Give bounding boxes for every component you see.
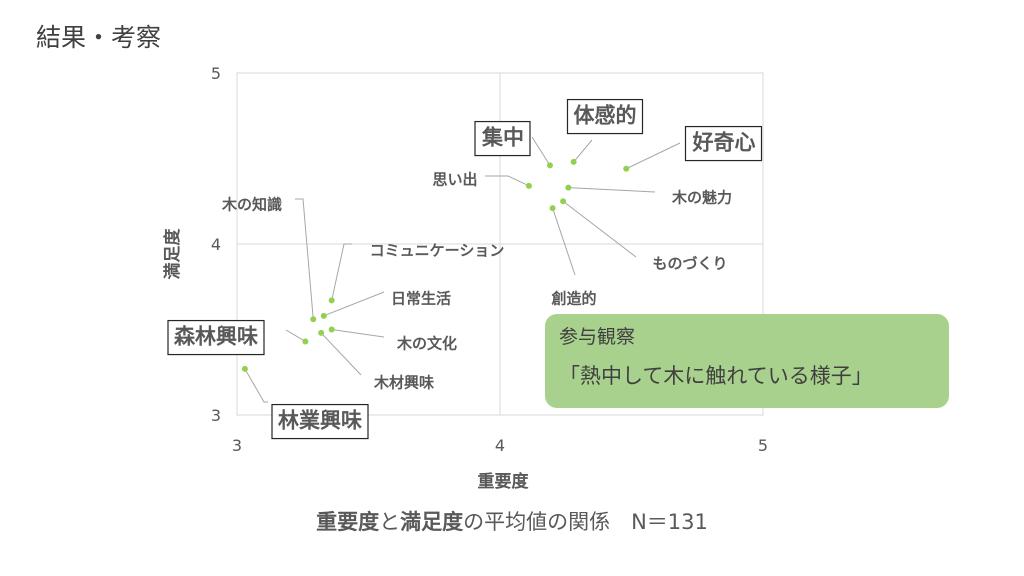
data-label: 体感的 xyxy=(574,104,637,128)
data-label: 思い出 xyxy=(432,170,477,188)
y-axis-label: 満足度 xyxy=(162,228,183,280)
data-point xyxy=(565,184,572,191)
leader-line xyxy=(485,175,530,187)
data-label: 森林興味 xyxy=(174,325,258,349)
leader-line xyxy=(295,198,314,320)
leader-line xyxy=(531,136,551,166)
data-label: 林業興味 xyxy=(278,409,362,433)
y-tick-label: 5 xyxy=(211,64,221,83)
data-label: 木の文化 xyxy=(396,334,457,352)
data-point xyxy=(310,316,317,323)
leader-line xyxy=(244,368,268,403)
data-label: 好奇心 xyxy=(692,131,756,155)
data-label: 木材興味 xyxy=(373,373,434,391)
data-point xyxy=(320,312,327,319)
leader-line xyxy=(285,329,306,342)
leader-line xyxy=(573,139,593,163)
data-label: 木の魅力 xyxy=(671,188,732,206)
label-box xyxy=(684,125,763,162)
y-tick-label: 4 xyxy=(211,235,221,254)
data-point xyxy=(623,165,630,172)
data-label: 創造的 xyxy=(550,289,596,307)
leader-line xyxy=(323,291,385,317)
data-point xyxy=(328,326,335,333)
data-label: ものづくり xyxy=(652,254,727,272)
y-tick-label: 3 xyxy=(211,406,221,425)
leader-line xyxy=(331,243,352,301)
data-label: コミュニケーション xyxy=(370,241,505,259)
data-point xyxy=(549,205,556,212)
note-title: 参与観察 xyxy=(559,326,636,348)
caption-and: と xyxy=(379,510,401,534)
data-point xyxy=(302,338,309,345)
x-tick-label: 4 xyxy=(495,436,505,455)
data-label: 木の知識 xyxy=(221,195,282,213)
caption-importance: 重要度 xyxy=(316,510,380,534)
data-point xyxy=(570,158,577,165)
data-point xyxy=(318,329,325,336)
leader-line xyxy=(626,142,681,170)
data-point xyxy=(560,198,567,205)
data-point xyxy=(525,182,532,189)
note-body: 「熱中して木に触れている様子」 xyxy=(559,364,873,388)
label-box xyxy=(566,98,644,135)
observation-note-box: 参与観察 「熱中して木に触れている様子」 xyxy=(545,314,949,408)
label-box xyxy=(474,120,531,157)
data-label: 集中 xyxy=(481,126,524,150)
caption-rest: の平均値の関係 N＝131 xyxy=(463,510,708,534)
data-point xyxy=(328,297,335,304)
label-box xyxy=(167,319,265,356)
data-point xyxy=(546,162,553,169)
chart-caption: 重要度と満足度の平均値の関係 N＝131 xyxy=(0,506,1024,536)
data-label: 日常生活 xyxy=(391,289,451,307)
data-point xyxy=(241,365,248,372)
leader-line xyxy=(331,329,385,338)
x-tick-label: 3 xyxy=(232,436,242,455)
leader-line xyxy=(562,200,637,258)
leader-line xyxy=(568,187,656,193)
caption-satisfaction: 満足度 xyxy=(400,510,464,534)
x-tick-label: 5 xyxy=(758,436,768,455)
leader-line xyxy=(552,207,576,276)
leader-line xyxy=(320,332,362,376)
slide-title: 結果・考察 xyxy=(36,23,162,52)
label-box xyxy=(271,403,369,440)
x-axis-label: 重要度 xyxy=(478,471,530,492)
